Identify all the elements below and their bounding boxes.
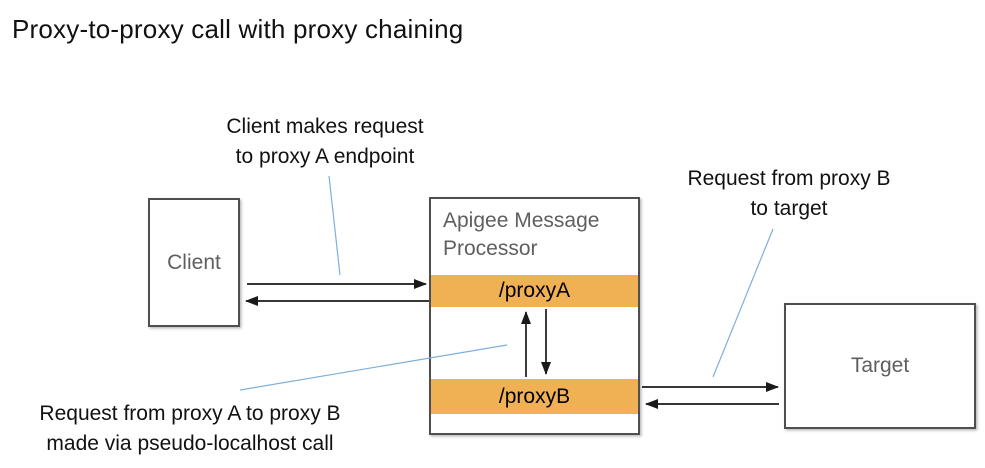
annotation-line: Client makes request — [226, 115, 424, 138]
annotation-line: made via pseudo-localhost call — [46, 432, 334, 455]
apigee-message-processor-box: Apigee Message Processor /proxyA /proxyB — [429, 197, 640, 435]
client-box: Client — [148, 198, 240, 327]
proxy-b-endpoint-bar: /proxyB — [431, 379, 638, 414]
apigee-label-line: Apigee Message — [443, 209, 600, 232]
apigee-label-line: Processor — [443, 237, 538, 260]
proxy-a-endpoint-bar: /proxyA — [431, 275, 638, 307]
apigee-message-processor-label: Apigee Message Processor — [443, 207, 599, 263]
annotation-line: Request from proxy A to proxy B — [39, 402, 341, 425]
annotation-proxyb-to-target: Request from proxy B to target — [663, 164, 915, 224]
annotation-proxya-to-proxyb: Request from proxy A to proxy B made via… — [10, 399, 370, 459]
target-label: Target — [850, 354, 910, 377]
proxy-b-label: /proxyB — [498, 384, 571, 408]
proxy-a-label: /proxyA — [498, 279, 571, 302]
leader-line-proxyb-to-target — [712, 228, 774, 378]
leader-line-client-request — [328, 175, 341, 276]
client-label: Client — [167, 250, 221, 274]
target-box: Target — [784, 303, 976, 429]
annotation-line: to proxy A endpoint — [235, 145, 415, 168]
annotation-line: Request from proxy B — [687, 167, 891, 190]
annotation-client-request: Client makes request to proxy A endpoint — [195, 112, 455, 172]
annotation-line: to target — [750, 197, 828, 220]
diagram-title: Proxy-to-proxy call with proxy chaining — [12, 14, 464, 44]
